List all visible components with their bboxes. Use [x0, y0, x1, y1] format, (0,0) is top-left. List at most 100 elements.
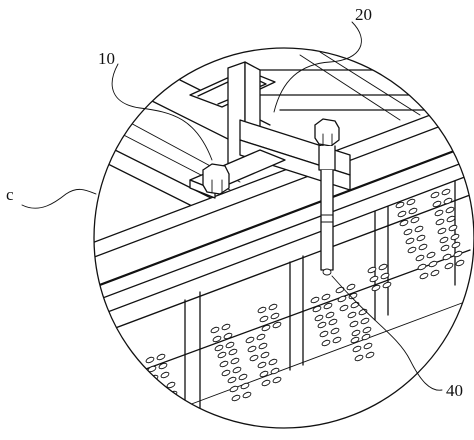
perforation-hole	[435, 218, 445, 226]
perforation-hole	[410, 216, 420, 224]
perforation-hole	[351, 329, 361, 337]
perforation-hole	[217, 351, 227, 359]
right-hex-bolt	[314, 118, 340, 276]
perforation-hole	[443, 197, 453, 205]
perforation-hole	[219, 360, 229, 368]
perforation-hole	[405, 237, 415, 245]
perforation-hole	[230, 357, 240, 365]
perforation-hole	[450, 233, 460, 241]
perforation-hole	[160, 371, 170, 379]
perforation-hole	[415, 254, 425, 262]
perforation-hole	[245, 336, 255, 344]
perforation-hole	[446, 215, 456, 223]
perforation-hole	[212, 335, 222, 343]
perforation-hole	[441, 188, 451, 196]
perforation-hole	[310, 296, 320, 304]
perforation-hole	[312, 305, 322, 313]
left-hex-bolt	[202, 163, 230, 195]
leader-40	[331, 275, 443, 391]
perforation-hole	[231, 394, 241, 402]
perforation-hole	[347, 311, 357, 319]
perforation-hole	[319, 330, 329, 338]
perforation-hole	[323, 302, 333, 310]
perforation-hole	[221, 369, 231, 377]
perforation-hole	[407, 246, 417, 254]
label-c: c	[6, 185, 14, 204]
perforation-hole	[397, 210, 407, 218]
perforation-hole	[426, 251, 436, 259]
perforation-hole	[337, 295, 347, 303]
perforation-hole	[270, 312, 280, 320]
perforation-hole	[149, 374, 159, 382]
perforation-hole	[371, 284, 381, 292]
perforation-hole	[432, 200, 442, 208]
perforation-hole	[445, 206, 455, 214]
perforation-hole	[258, 342, 268, 350]
perforation-hole	[382, 281, 392, 289]
perforation-hole	[261, 379, 271, 387]
perforation-hole	[223, 332, 233, 340]
perforation-hole	[419, 272, 429, 280]
perforation-hole	[367, 266, 377, 274]
perforation-hole	[442, 253, 452, 261]
perforation-hole	[378, 263, 388, 271]
perforation-hole	[229, 385, 239, 393]
perforation-hole	[350, 301, 360, 309]
perforation-hole	[259, 370, 269, 378]
perforation-hole	[272, 321, 282, 329]
perforation-hole	[369, 275, 379, 283]
perforation-hole	[158, 362, 168, 370]
perforation-hole	[268, 303, 278, 311]
label-20: 20	[355, 5, 372, 24]
perforation-hole	[166, 381, 176, 389]
perforation-hole	[314, 314, 324, 322]
perforation-hole	[335, 286, 345, 294]
perforation-hole	[362, 326, 372, 334]
perforation-hole	[247, 345, 257, 353]
perforation-hole	[238, 373, 248, 381]
perforation-hole	[440, 244, 450, 252]
leader-10	[111, 63, 213, 161]
perforation-hole	[332, 336, 342, 344]
perforation-hole	[380, 272, 390, 280]
perforation-hole	[360, 317, 370, 325]
perforation-hole	[272, 376, 282, 384]
perforation-hole	[321, 339, 331, 347]
label-10: 10	[98, 49, 115, 68]
perforation-hole	[339, 304, 349, 312]
perforation-hole	[439, 236, 449, 244]
perforation-hole	[414, 225, 424, 233]
perforation-hole	[256, 333, 266, 341]
perforation-hole	[365, 351, 375, 359]
perforation-hole	[317, 321, 327, 329]
perforation-hole	[240, 382, 250, 390]
perforation-hole	[156, 353, 166, 361]
perforation-hole	[434, 209, 444, 217]
perforation-hole	[260, 351, 270, 359]
detail-circle	[93, 47, 474, 429]
perforation-hole	[261, 324, 271, 332]
perforation-hole	[270, 367, 280, 375]
perforation-hole	[448, 224, 458, 232]
label-40: 40	[446, 381, 463, 400]
perforation-hole	[257, 361, 267, 369]
perforation-hole	[259, 315, 269, 323]
perforation-hole	[346, 283, 356, 291]
perforation-hole	[330, 327, 340, 335]
perforation-hole	[328, 318, 338, 326]
perforation-hole	[257, 306, 267, 314]
perforation-hole	[361, 333, 371, 341]
perforation-hole	[159, 402, 169, 410]
perforation-hole	[453, 250, 463, 258]
perforation-hole	[325, 311, 335, 319]
perforation-hole	[145, 356, 155, 364]
perforation-holes	[145, 188, 465, 410]
perforation-hole	[354, 354, 364, 362]
leader-lines	[21, 21, 443, 391]
perforation-hole	[399, 219, 409, 227]
perforation-hole	[455, 259, 465, 267]
perforation-hole	[349, 320, 359, 328]
perforation-hole	[408, 207, 418, 215]
